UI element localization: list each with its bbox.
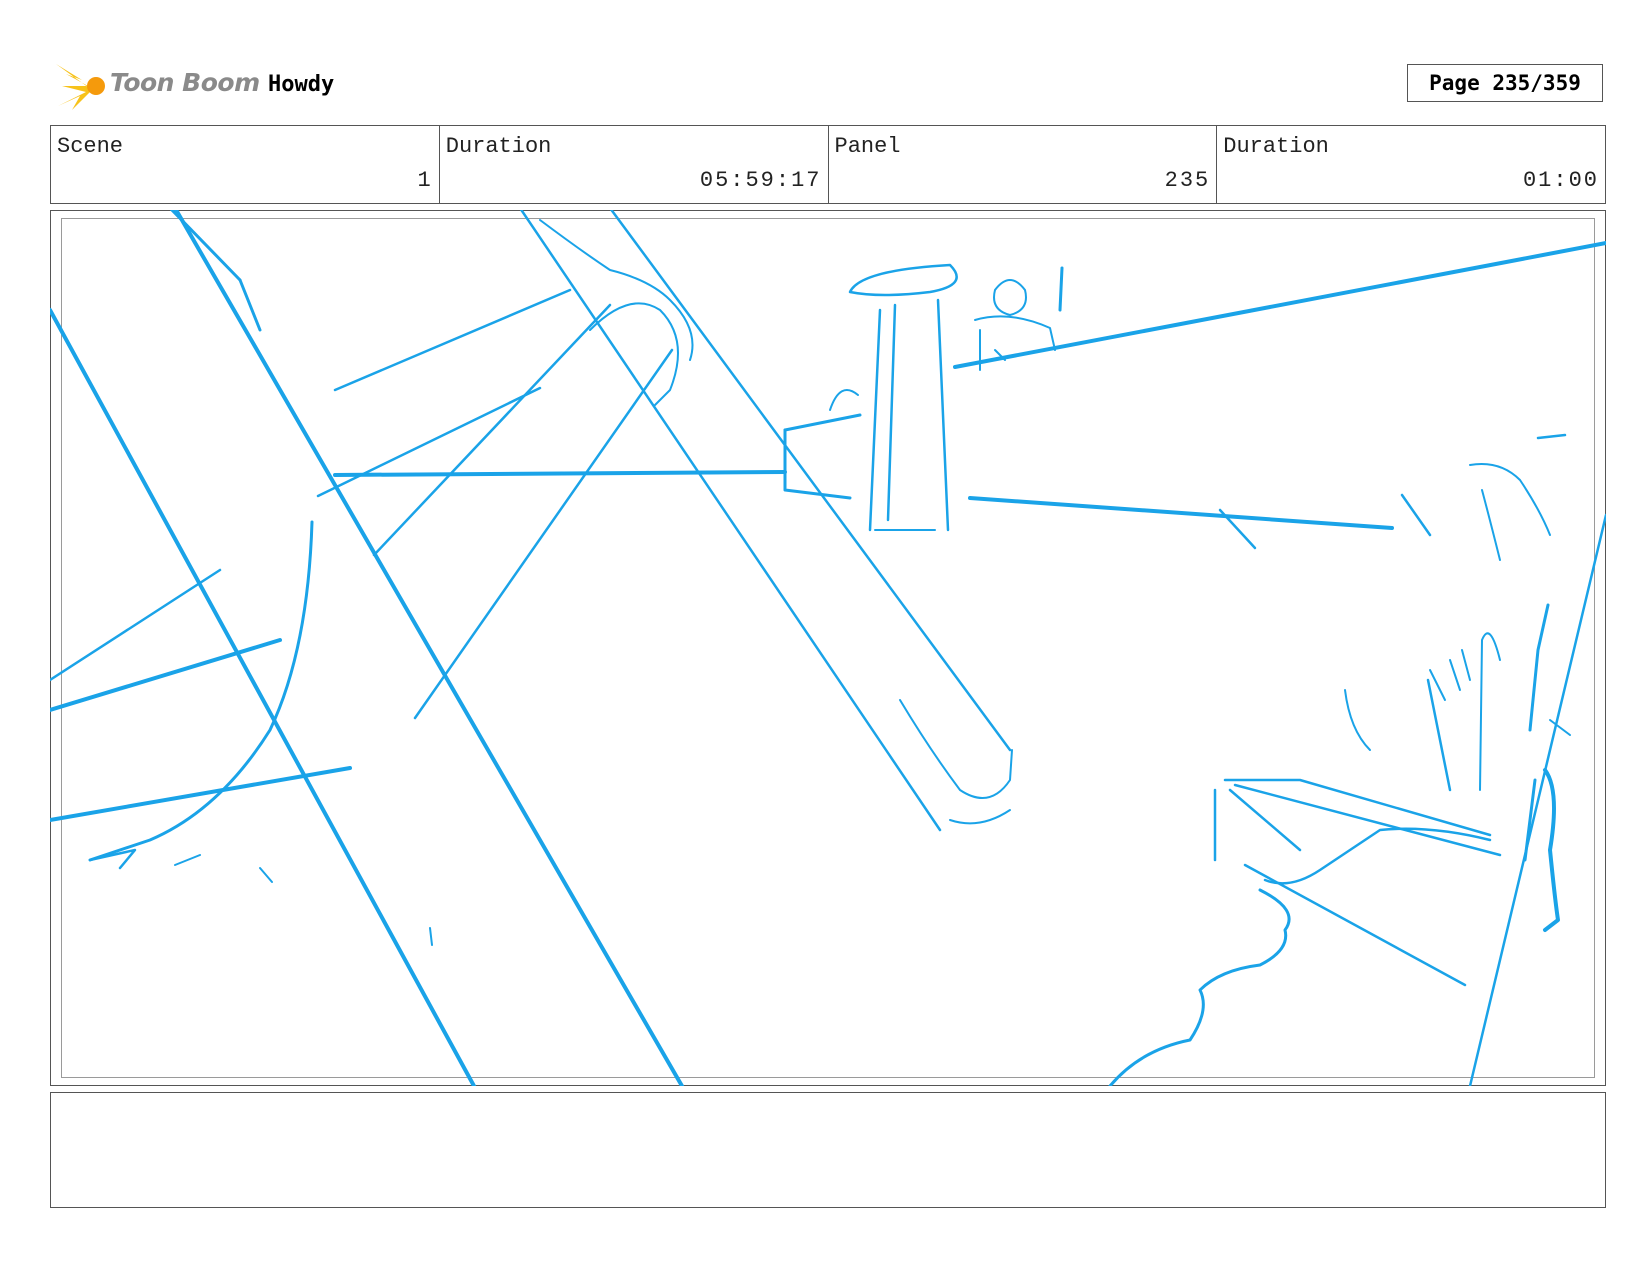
toon-boom-logo: Toon Boom [52,58,260,114]
panel-duration-cell: Duration 01:00 [1217,126,1605,203]
notes-box [50,1092,1606,1208]
project-title: Howdy [268,72,335,97]
scene-value: 1 [417,168,433,193]
toon-boom-burst-icon [56,64,105,110]
info-table: Scene 1 Duration 05:59:17 Panel 235 Dura… [50,125,1606,204]
panel-frame [50,210,1606,1086]
scene-duration-value: 05:59:17 [699,168,822,193]
panel-duration-value: 01:00 [1522,168,1599,193]
panel-duration-label: Duration [1223,134,1329,159]
scene-duration-label: Duration [445,134,552,159]
scene-label: Scene [57,134,124,159]
page-number: Page 235/359 [1407,64,1603,102]
scene-cell: Scene 1 [51,126,440,203]
panel-cell: Panel 235 [829,126,1218,203]
storyboard-sketch [50,210,1606,1086]
scene-duration-cell: Duration 05:59:17 [440,126,829,203]
logo-text: Toon Boom [110,68,260,97]
panel-safe-area [61,218,1595,1078]
panel-value: 235 [1164,168,1211,193]
panel-label: Panel [834,134,901,159]
